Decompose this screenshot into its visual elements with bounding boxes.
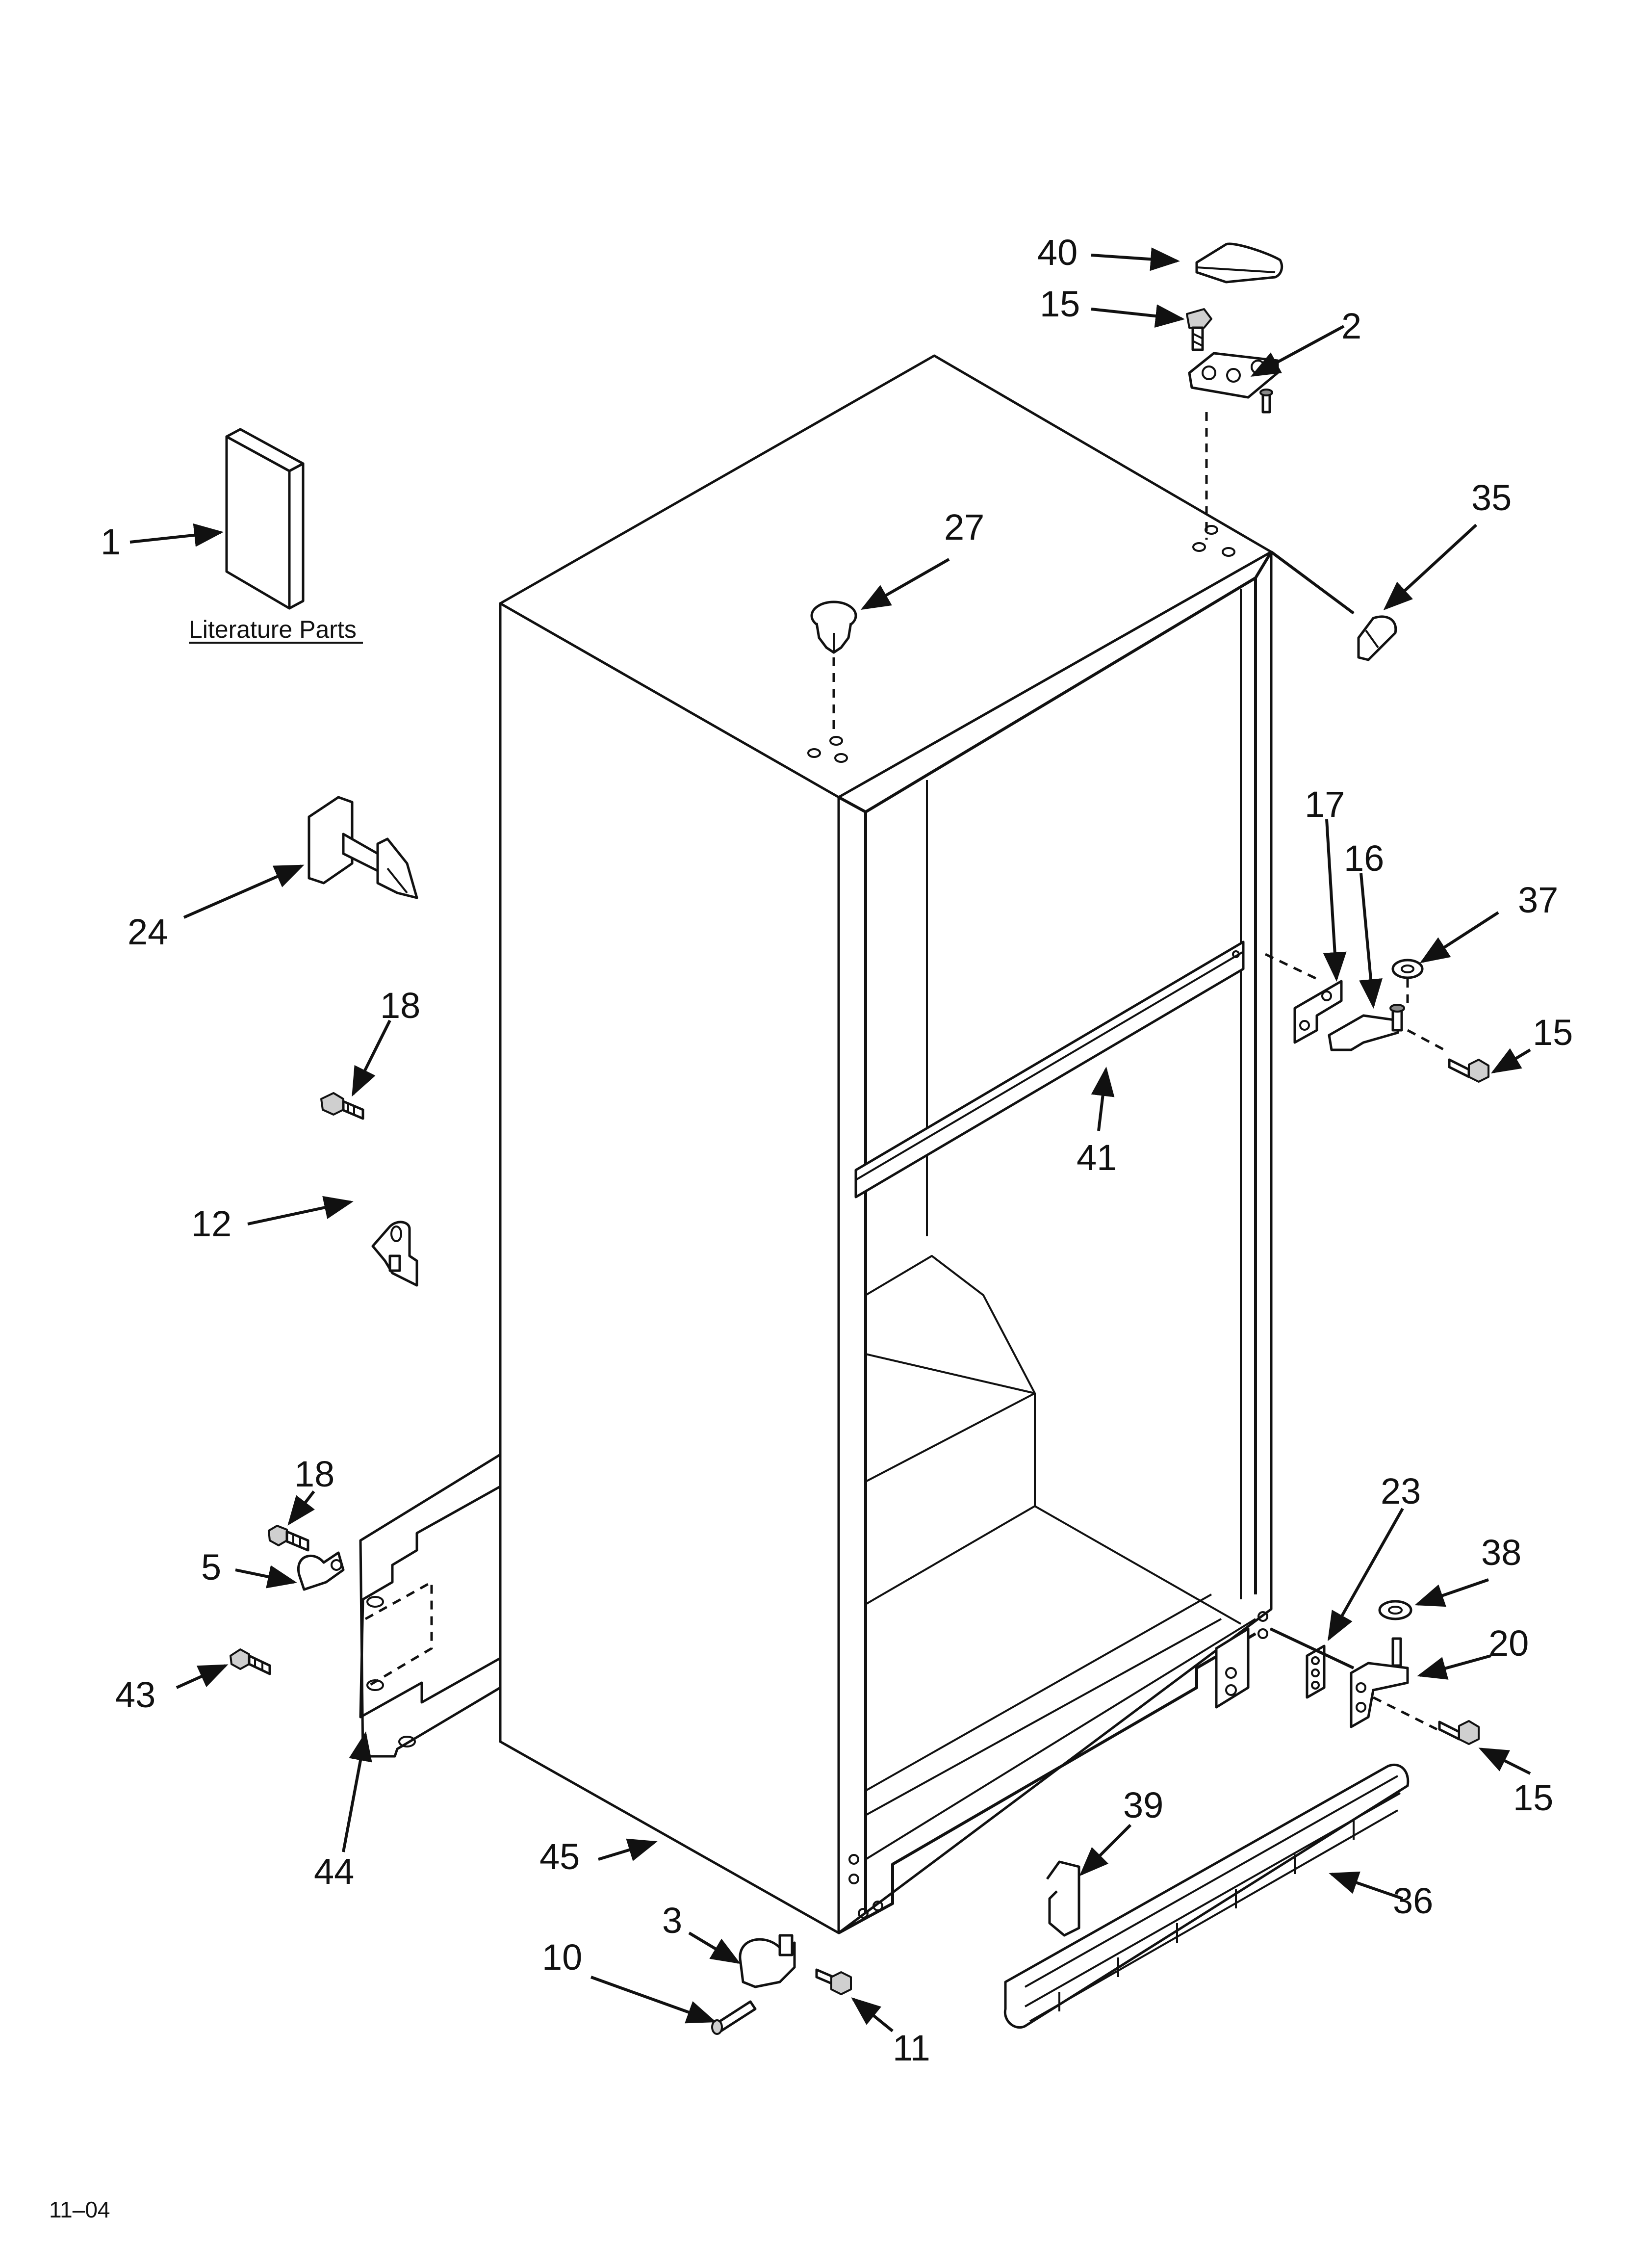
lower-hinge bbox=[1350, 1637, 1409, 1728]
callout-41: 41 bbox=[1077, 1137, 1117, 1178]
callout-15-top: 15 bbox=[1040, 284, 1080, 324]
callout-16: 16 bbox=[1344, 838, 1384, 879]
screw-stop bbox=[320, 1092, 364, 1120]
callout-36: 36 bbox=[1393, 1880, 1433, 1921]
callout-18-upper: 18 bbox=[380, 985, 420, 1026]
screw-top bbox=[1186, 308, 1212, 351]
callout-15-center: 15 bbox=[1533, 1012, 1573, 1053]
grille-clip bbox=[1046, 1860, 1080, 1937]
hinge-cover bbox=[1195, 242, 1283, 284]
door-stop-pin bbox=[308, 796, 418, 899]
callout-40: 40 bbox=[1037, 232, 1078, 273]
callout-3: 3 bbox=[662, 1900, 682, 1941]
callout-11: 11 bbox=[893, 2028, 930, 2068]
literature-parts-label: Literature Parts bbox=[189, 616, 357, 643]
callout-10: 10 bbox=[542, 1937, 582, 1978]
washer-upper bbox=[1391, 959, 1424, 979]
roller-assembly bbox=[739, 1934, 796, 1988]
callout-38: 38 bbox=[1481, 1532, 1521, 1573]
screw-lower-hinge bbox=[1438, 1720, 1480, 1745]
hinge-cap bbox=[1357, 615, 1397, 661]
callout-2: 2 bbox=[1341, 306, 1361, 346]
callout-20: 20 bbox=[1488, 1623, 1529, 1664]
callout-24: 24 bbox=[128, 912, 168, 952]
screw-clamp bbox=[268, 1525, 309, 1552]
literature-book bbox=[225, 428, 305, 610]
callout-labels: 1 2 3 5 10 11 12 15 15 15 15 16 17 18 18… bbox=[101, 232, 1573, 2068]
callout-1: 1 bbox=[101, 521, 121, 562]
callout-12: 12 bbox=[191, 1203, 231, 1244]
callout-15-lower: 15 bbox=[1513, 1777, 1553, 1818]
callout-44: 44 bbox=[314, 1851, 354, 1892]
callout-23: 23 bbox=[1381, 1471, 1421, 1512]
callout-45: 45 bbox=[539, 1836, 580, 1877]
cabinet bbox=[499, 354, 1273, 1934]
callout-18-lower: 18 bbox=[294, 1454, 334, 1494]
top-hinge bbox=[1188, 352, 1279, 414]
cross-rail bbox=[854, 940, 1245, 1199]
screw-center-hinge bbox=[1448, 1058, 1489, 1083]
plug bbox=[810, 600, 857, 654]
lower-hinge-shim bbox=[1306, 1644, 1326, 1699]
callout-35: 35 bbox=[1471, 477, 1512, 518]
leader-lines bbox=[129, 247, 1531, 2033]
washer-lower bbox=[1378, 1600, 1412, 1620]
callout-37: 37 bbox=[1518, 880, 1558, 920]
base-grille bbox=[1003, 1763, 1410, 2029]
roller-pin bbox=[711, 2000, 757, 2035]
callout-17: 17 bbox=[1305, 784, 1345, 825]
center-hinge bbox=[1328, 1004, 1405, 1051]
tubing-clamp bbox=[297, 1551, 345, 1591]
callout-27: 27 bbox=[944, 507, 984, 547]
leveling-screw bbox=[815, 1968, 852, 1995]
revision-code: 11–04 bbox=[49, 2197, 110, 2222]
rear-panel bbox=[359, 1453, 502, 1758]
callout-43: 43 bbox=[115, 1674, 155, 1715]
callout-5: 5 bbox=[201, 1547, 221, 1588]
door-stop-bracket bbox=[371, 1221, 418, 1287]
callout-39: 39 bbox=[1123, 1785, 1163, 1825]
screw-lower-left bbox=[230, 1648, 271, 1675]
